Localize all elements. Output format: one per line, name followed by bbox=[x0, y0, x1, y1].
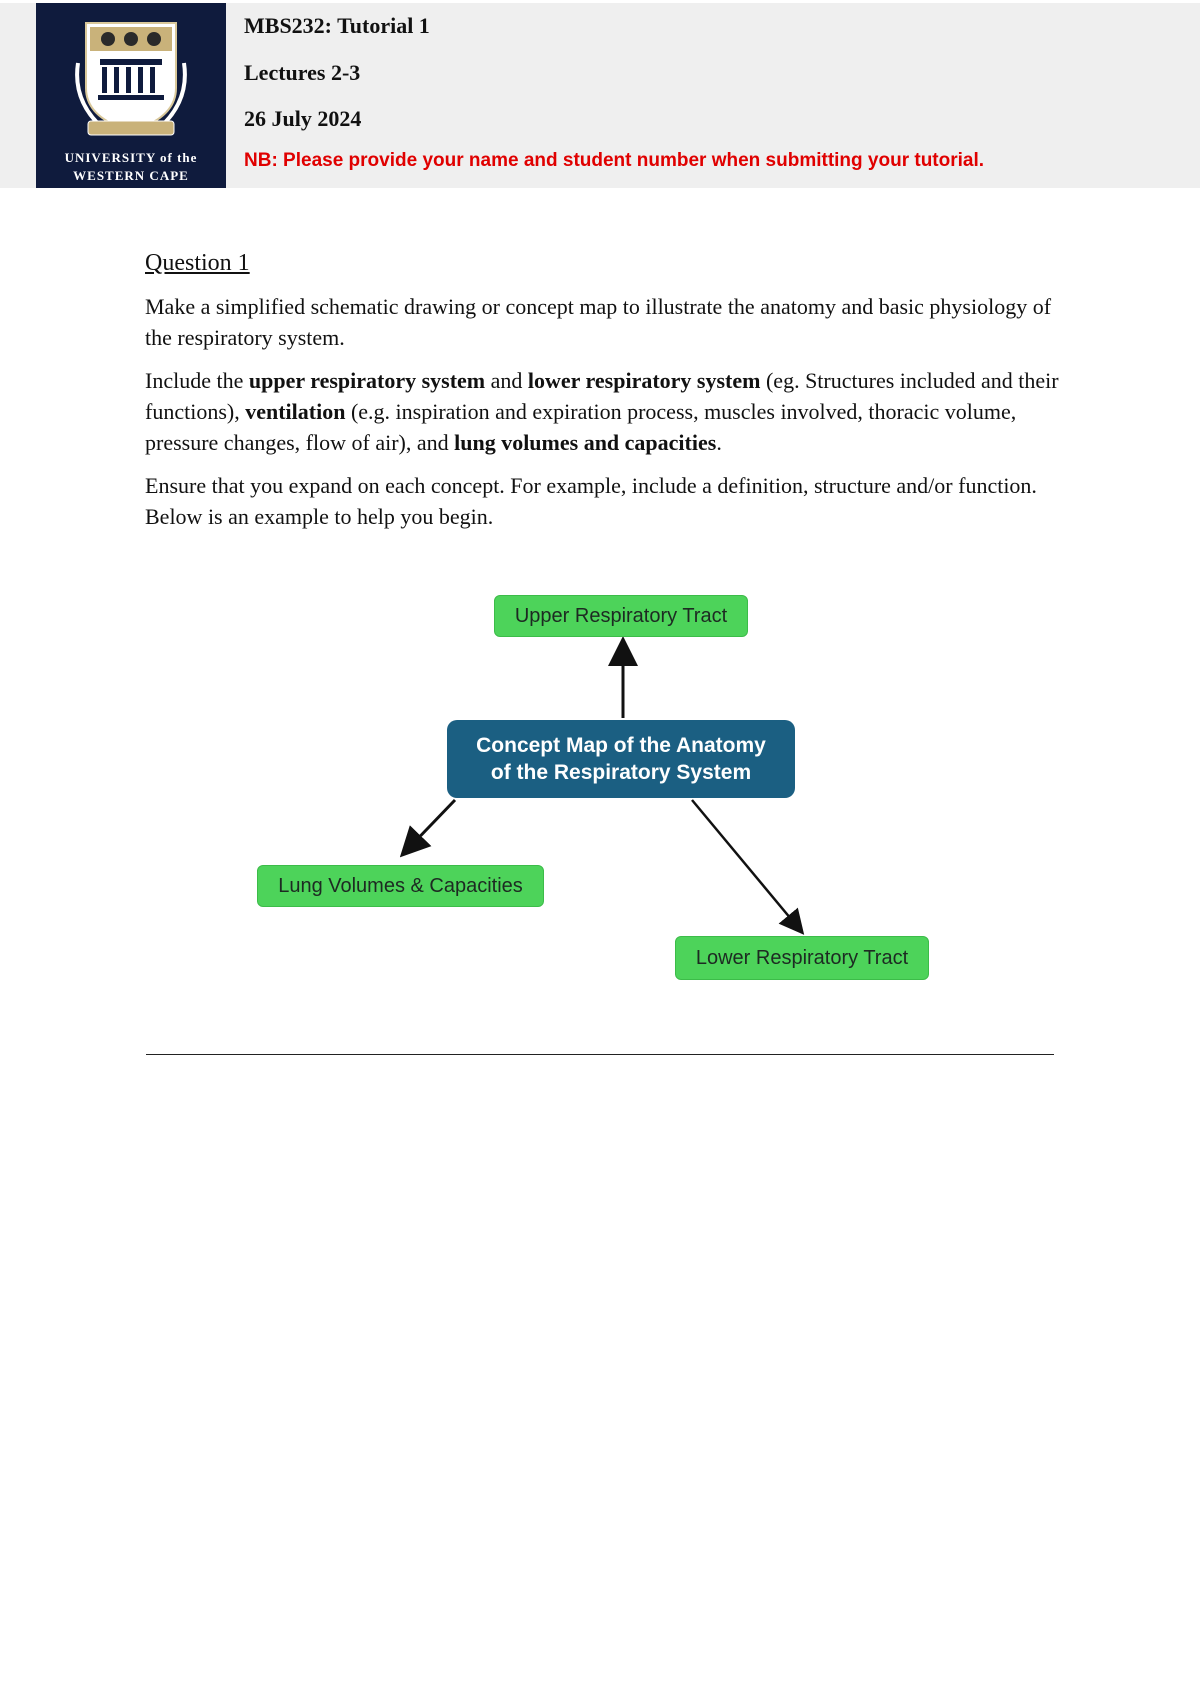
center-line-1: Concept Map of the Anatomy bbox=[476, 734, 766, 757]
concept-map-connectors bbox=[399, 636, 805, 935]
para2-bold-upper: upper respiratory system bbox=[248, 368, 486, 393]
lectures-label: Lectures 2-3 bbox=[244, 60, 361, 85]
node-lower-respiratory-tract: Lower Respiratory Tract bbox=[675, 936, 929, 980]
crest-icon bbox=[75, 22, 187, 136]
logo-text-line2: WESTERN CAPE bbox=[73, 168, 189, 183]
node-upper-respiratory-tract: Upper Respiratory Tract bbox=[494, 595, 748, 637]
para2-text-1: Include the bbox=[145, 368, 249, 393]
para2-bold-lung: lung volumes and capacities bbox=[454, 430, 717, 455]
question-paragraph-3: Ensure that you expand on each concept. … bbox=[145, 473, 1037, 529]
para2-text-5: . bbox=[716, 430, 722, 455]
para2-text-4: (e.g. inspiration and expiration process… bbox=[145, 399, 1017, 455]
question-section: Question 1 Make a simplified schematic d… bbox=[145, 248, 1060, 544]
node-lung-volumes-capacities: Lung Volumes & Capacities bbox=[257, 865, 544, 907]
para2-bold-ventilation: ventilation bbox=[245, 399, 346, 424]
course-title: MBS232: Tutorial 1 bbox=[244, 13, 430, 38]
question-paragraph-1: Make a simplified schematic drawing or c… bbox=[145, 294, 1052, 350]
center-line-2: of the Respiratory System bbox=[490, 761, 752, 784]
logo-text-line1: UNIVERSITY of the bbox=[64, 150, 198, 165]
para2-bold-lower: lower respiratory system bbox=[527, 368, 761, 393]
para2-text-2: and bbox=[485, 368, 528, 393]
date-label: 26 July 2024 bbox=[244, 106, 362, 131]
node-concept-map-center: Concept Map of the Anatomy of the Respir… bbox=[447, 720, 795, 798]
logo-text: UNIVERSITY of the WESTERN CAPE bbox=[36, 149, 226, 185]
para2-text-3: (eg. Structures included and their funct… bbox=[145, 368, 1059, 424]
university-logo: UNIVERSITY of the WESTERN CAPE bbox=[36, 3, 226, 188]
question-title: Question 1 bbox=[145, 250, 250, 276]
arrow-to-lung bbox=[399, 798, 457, 858]
concept-map: Upper Respiratory Tract Concept Map of t… bbox=[0, 585, 1200, 1005]
question-paragraph-2: Include the upper respiratory system and… bbox=[145, 365, 1060, 458]
submission-notice: NB: Please provide your name and student… bbox=[244, 150, 985, 171]
divider-line bbox=[146, 1054, 1054, 1055]
arrow-to-lower bbox=[691, 799, 805, 935]
